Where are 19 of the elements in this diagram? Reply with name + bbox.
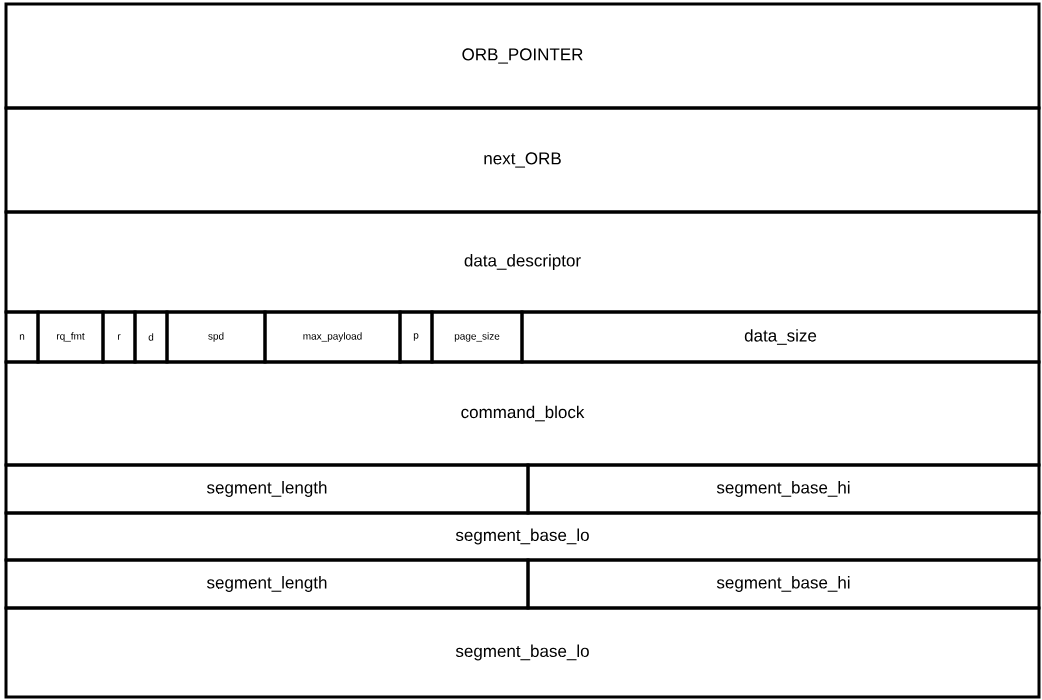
register-field: p [398,310,434,364]
register-field: next_ORB [4,106,1041,214]
register-field: segment_length [4,558,530,610]
register-field: segment_base_hi [526,463,1041,515]
register-field: segment_base_hi [526,558,1041,610]
register-field: segment_base_lo [4,606,1041,699]
register-field: segment_length [4,463,530,515]
register-field: data_size [520,310,1041,364]
register-field: n [4,310,40,364]
register-field: d [133,310,169,364]
register-field: command_block [4,360,1041,467]
register-field: max_payload [263,310,402,364]
register-field: rq_fmt [36,310,105,364]
register-field: r [101,310,137,364]
register-field: spd [165,310,267,364]
register-field: ORB_POINTER [4,2,1041,110]
register-field: segment_base_lo [4,511,1041,562]
register-field: data_descriptor [4,210,1041,314]
register-field: page_size [430,310,524,364]
